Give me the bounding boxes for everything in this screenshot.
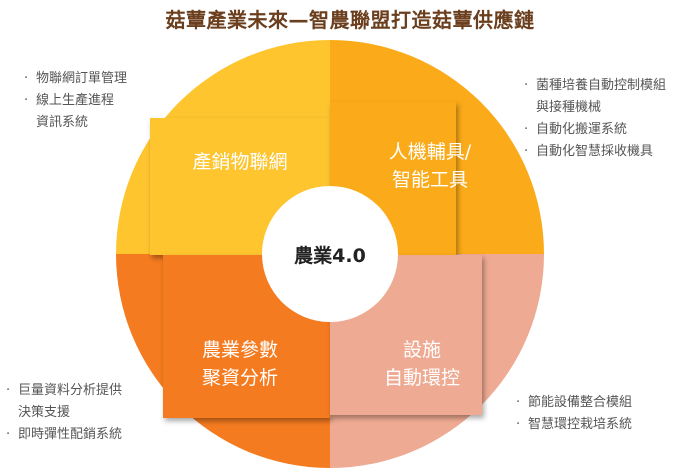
label-top-right: 人機輔具/ 智能工具 <box>388 141 472 191</box>
note-item: ·智慧環控栽培系統 <box>516 417 633 432</box>
note-item: ·自動化智慧採收機具 <box>524 144 654 159</box>
label-bottom-right: 設施 自動環控 <box>383 339 460 389</box>
note-item: ·線上生產進程 <box>24 93 115 108</box>
note-item: 與接種機械 <box>536 100 602 115</box>
note-item: ·即時彈性配銷系統 <box>6 427 123 442</box>
center-label: 農業4.0 <box>294 244 366 267</box>
center-circle: 農業4.0 <box>262 186 398 322</box>
notes-bottom-right: ·節能設備整合模組 ·智慧環控栽培系統 <box>516 392 632 436</box>
note-item: ·節能設備整合模組 <box>516 395 633 410</box>
diagram-title: 菇蕈產業未來—智農聯盟打造菇蕈供應鏈 <box>165 8 535 32</box>
label-bottom-left: 農業參數 聚資分析 <box>201 339 278 389</box>
note-item: ·物聯網訂單管理 <box>24 71 128 86</box>
note-item: ·菌種培養自動控制模組 <box>524 78 667 93</box>
note-item: 決策支援 <box>18 405 71 420</box>
notes-top-right: ·菌種培養自動控制模組 與接種機械 ·自動化搬運系統 ·自動化智慧採收機具 <box>524 75 666 163</box>
notes-top-left: ·物聯網訂單管理 ·線上生產進程 資訊系統 <box>24 68 127 134</box>
notes-bottom-left: ·巨量資料分析提供 決策支援 ·即時彈性配銷系統 <box>6 380 122 446</box>
label-top-left: 產銷物聯網 <box>192 151 288 173</box>
note-item: ·巨量資料分析提供 <box>6 383 123 398</box>
note-item: ·自動化搬運系統 <box>524 122 628 137</box>
note-item: 資訊系統 <box>36 115 89 130</box>
